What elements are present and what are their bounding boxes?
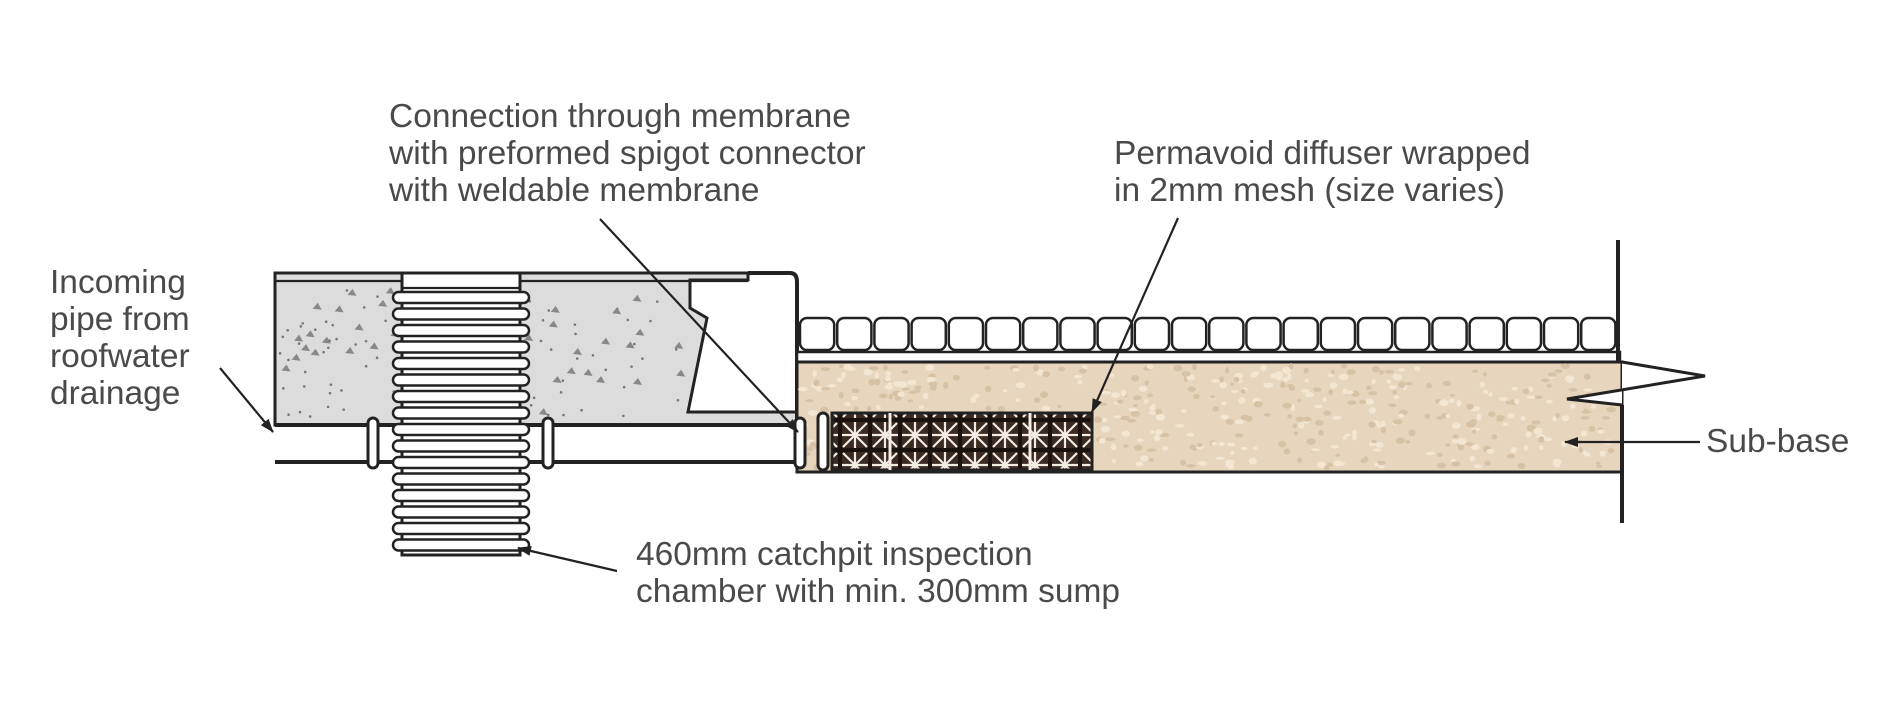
concrete-speckles: [278, 287, 686, 418]
permavoid-diffuser: [830, 411, 1094, 472]
connection-label-line-1: Connection through membrane: [389, 98, 851, 135]
incoming-label-line-1: Incoming: [50, 264, 186, 301]
incoming-pipe-leader: [219, 367, 274, 433]
labels: Connection through membrane with preform…: [50, 98, 1849, 610]
catchpit-leader: [517, 546, 618, 573]
leader-lines: [219, 217, 1700, 573]
connection-label-line-3: with weldable membrane: [388, 172, 760, 209]
diffuser-label-line-1: Permavoid diffuser wrapped: [1114, 135, 1531, 172]
catchpit-label-line-1: 460mm catchpit inspection: [636, 536, 1033, 573]
diffuser-label-line-2: in 2mm mesh (size varies): [1114, 172, 1505, 209]
membrane-edge: [686, 271, 799, 425]
connection-label-line-2: with preformed spigot connector: [388, 135, 866, 172]
paving-blocks: [795, 316, 1622, 364]
break-line: [1566, 240, 1706, 523]
incoming-label-line-3: roofwater: [50, 338, 190, 375]
diffuser-leader: [1090, 217, 1180, 413]
sub-base-label: Sub-base: [1706, 423, 1849, 460]
catchpit-chamber: [391, 271, 531, 557]
incoming-label-line-4: drainage: [50, 375, 180, 412]
catchpit-label-line-2: chamber with min. 300mm sump: [636, 573, 1120, 610]
incoming-label-line-2: pipe from: [50, 301, 190, 338]
connection-leader: [599, 218, 799, 433]
